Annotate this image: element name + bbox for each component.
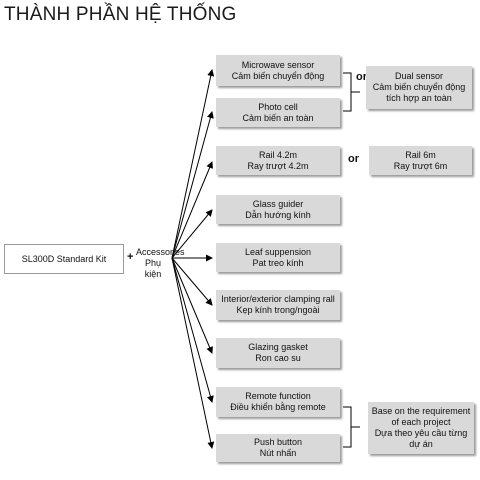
accessories-label: Accessories Phụ kiện [136, 247, 185, 280]
item-en: Rail 4.2m [258, 149, 297, 160]
item-vi: Dẫn hướng kính [245, 209, 311, 220]
item-vi: Ron cao su [255, 353, 301, 363]
or-label-sensors: or [356, 71, 367, 83]
alt-vi: Ray trượt 6m [393, 160, 448, 171]
standard-kit-label: SL300D Standard Kit [21, 254, 107, 264]
arrow-rail [171, 161, 213, 259]
item-en: Push button [253, 437, 303, 447]
item-glazing-gasket: Glazing gasket Ron cao su [216, 338, 340, 368]
item-vi: Điều khiển bằng remote [230, 402, 326, 412]
bracket-controls [343, 406, 352, 448]
item-clamping-rall: Interior/exterior clamping rall Kẹp kính… [216, 290, 340, 320]
item-remote-function: Remote function Điều khiển bằng remote [216, 387, 340, 417]
accessories-en: Accessories [136, 247, 185, 257]
arrow-push-button [171, 257, 215, 449]
alt-en: Base on the requirement of each project [371, 406, 471, 427]
item-en: Remote function [245, 391, 311, 401]
item-en: Photo cell [258, 101, 298, 112]
item-vi: Cảm biến an toàn [242, 112, 314, 123]
alt-project-requirement: Base on the requirement of each project … [368, 402, 474, 454]
item-vi: Pat treo kính [252, 257, 304, 268]
accessories-vi: Phụ kiện [144, 258, 162, 279]
item-rail-42: Rail 4.2m Ray trượt 4.2m [216, 146, 340, 175]
bracket-sensors [343, 72, 352, 112]
item-glass-guider: Glass guider Dẫn hướng kính [216, 195, 340, 224]
item-push-button: Push button Nút nhấn [216, 434, 340, 462]
alt-rail-6m: Rail 6m Ray trượt 6m [369, 146, 472, 175]
item-vi: Cảm biến chuyển động [231, 70, 325, 81]
item-vi: Kẹp kính trong/ngoài [236, 305, 320, 315]
item-leaf-suppension: Leaf suppension Pat treo kính [216, 243, 340, 272]
arrow-clamping [171, 257, 213, 306]
alt-dual-sensor: Dual sensor Cảm biến chuyển động tích hợ… [366, 66, 472, 109]
page-title: THÀNH PHẦN HỆ THỐNG [4, 4, 237, 25]
item-microwave-sensor: Microwave sensor Cảm biến chuyển động [216, 55, 340, 86]
item-en: Glass guider [252, 198, 304, 209]
item-en: Glazing gasket [248, 342, 308, 352]
item-en: Microwave sensor [241, 59, 315, 70]
item-en: Leaf suppension [244, 246, 312, 257]
alt-en: Dual sensor [394, 71, 444, 81]
arrow-remote [171, 257, 214, 403]
alt-en: Rail 6m [405, 149, 436, 160]
arrow-gasket [171, 257, 213, 354]
item-photo-cell: Photo cell Cảm biến an toàn [216, 98, 340, 127]
alt-vi: Cảm biến chuyển động tích hợp an toàn [372, 82, 466, 103]
standard-kit-box: SL300D Standard Kit [4, 244, 124, 274]
or-label-rail: or [348, 153, 359, 165]
arrow-photocell [171, 111, 214, 259]
plus-sign: + [127, 251, 134, 263]
arrow-glass-guider [171, 209, 213, 259]
item-vi: Nút nhấn [259, 448, 297, 458]
item-en: Interior/exterior clamping rall [221, 294, 335, 304]
alt-vi: Dựa theo yêu cầu từng dự án [374, 428, 468, 449]
item-vi: Ray trượt 4.2m [247, 160, 309, 171]
arrow-microwave [171, 69, 215, 259]
